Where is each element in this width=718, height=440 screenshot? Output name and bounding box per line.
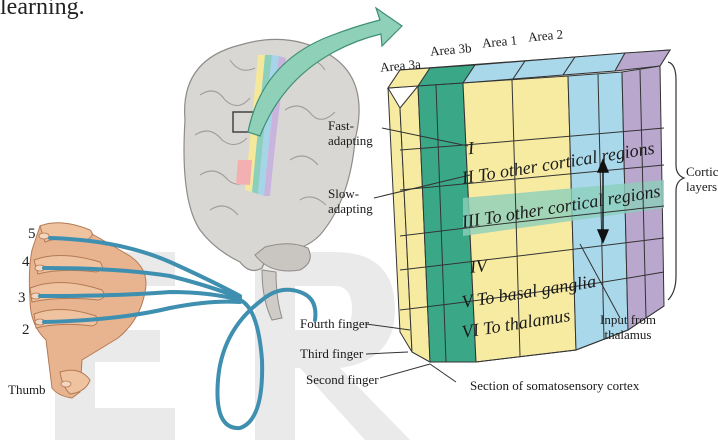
area-1-label: Area 1 bbox=[481, 33, 517, 51]
fourth-finger-label: Fourth finger bbox=[300, 316, 369, 331]
cortical-layers-label: Cortical layers bbox=[686, 164, 718, 194]
finger-number-2: 2 bbox=[22, 322, 30, 339]
finger-number-5: 5 bbox=[28, 226, 36, 243]
third-finger-label: Third finger bbox=[300, 346, 363, 361]
finger-number-3: 3 bbox=[18, 290, 26, 307]
area-2-label: Area 2 bbox=[527, 27, 563, 45]
fast-adapting-label: Fast- adapting bbox=[328, 118, 373, 148]
slow-adapting-label: Slow- adapting bbox=[328, 186, 373, 216]
layer-iv-label: IV bbox=[469, 255, 488, 278]
finger-number-4: 4 bbox=[22, 254, 30, 271]
input-from-thalamus-label: Input from thalamus bbox=[600, 312, 656, 342]
second-finger-label: Second finger bbox=[306, 372, 379, 387]
cortical-brace bbox=[668, 62, 684, 300]
thumb-label: Thumb bbox=[8, 382, 46, 397]
section-label: Section of somatosensory cortex bbox=[470, 378, 639, 393]
